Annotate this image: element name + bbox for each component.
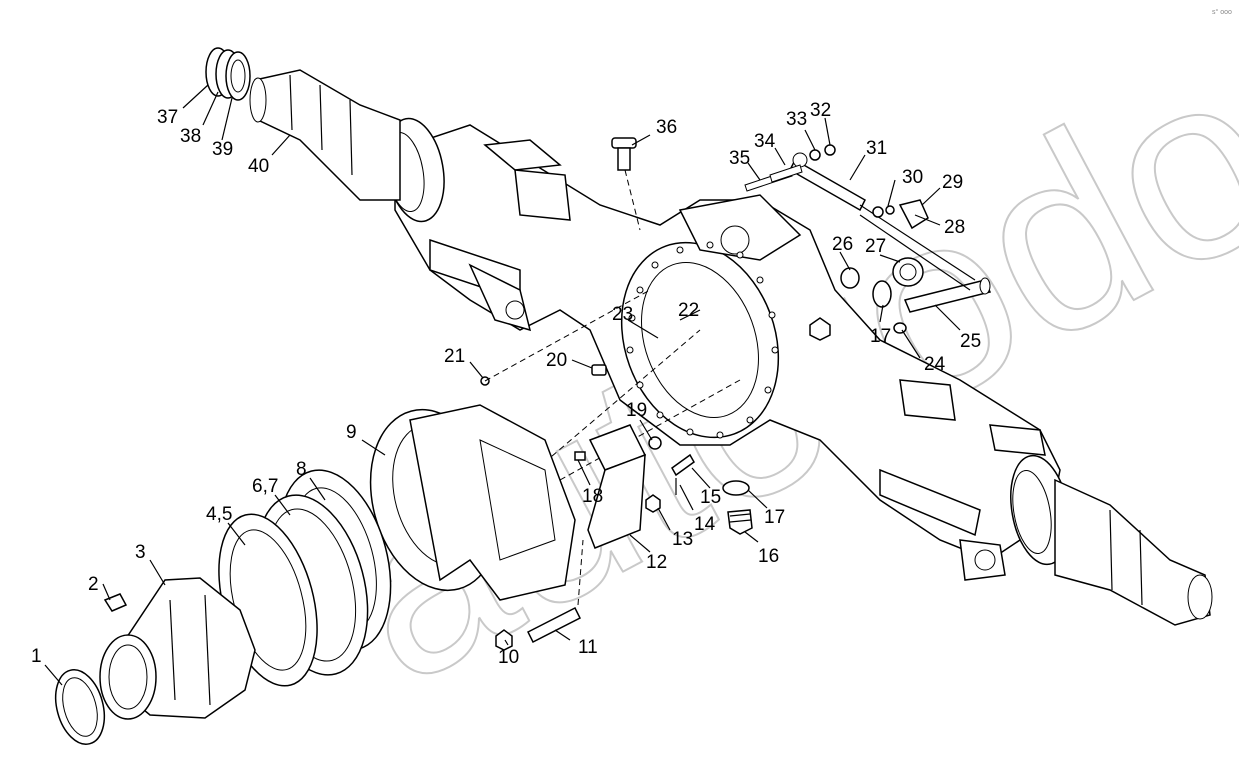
callout-4-5: 4,5 <box>206 504 232 525</box>
differential-housing-3 <box>99 577 256 720</box>
callout-19: 19 <box>626 400 647 421</box>
pin-36 <box>611 137 641 231</box>
callout-34: 34 <box>754 131 776 152</box>
callout-36: 36 <box>656 117 677 138</box>
breather-16 <box>727 509 753 535</box>
callout-2: 2 <box>88 574 99 595</box>
linkage-rods <box>744 144 992 313</box>
callout-39: 39 <box>212 139 233 160</box>
seal-1 <box>54 669 106 745</box>
banjo-bolt-holes <box>626 241 779 439</box>
callout-24: 24 <box>924 354 946 375</box>
callout-20: 20 <box>546 350 567 371</box>
callout-15: 15 <box>700 487 721 508</box>
callout-28: 28 <box>944 217 965 238</box>
callout-labels: 1 2 3 4,5 6,7 8 9 10 11 12 13 14 15 16 1… <box>31 100 981 668</box>
clip-28-30 <box>872 199 929 230</box>
callout-26: 26 <box>832 234 853 255</box>
callout-22: 22 <box>678 300 699 321</box>
callout-37: 37 <box>157 107 178 128</box>
axle-housing <box>385 117 1070 581</box>
callout-12: 12 <box>646 552 667 573</box>
right-spindle <box>1054 478 1213 626</box>
callout-38: 38 <box>180 126 201 147</box>
plugs-26-27 <box>809 257 924 341</box>
callout-13: 13 <box>672 529 693 550</box>
callout-27: 27 <box>865 236 886 257</box>
callout-29: 29 <box>942 172 963 193</box>
leader-lines <box>44 84 961 686</box>
callout-10: 10 <box>498 647 519 668</box>
bracket-12-18 <box>574 424 647 549</box>
left-spindle <box>249 69 401 201</box>
callout-3: 3 <box>135 542 146 563</box>
callout-33: 33 <box>786 109 807 130</box>
callout-30: 30 <box>902 167 923 188</box>
bolts-13-15 <box>645 453 750 513</box>
callout-1: 1 <box>31 646 42 667</box>
callout-25: 25 <box>960 331 981 352</box>
callout-23: 23 <box>612 304 633 325</box>
callout-32: 32 <box>810 100 831 121</box>
spindle-rings <box>205 47 251 101</box>
callout-21: 21 <box>444 346 465 367</box>
callout-18: 18 <box>582 486 603 507</box>
bolt-2 <box>103 593 128 612</box>
callout-40: 40 <box>248 156 269 177</box>
callout-17-lower: 17 <box>764 507 785 528</box>
callout-17-upper: 17 <box>870 326 891 347</box>
carrier-cover <box>369 404 576 601</box>
callout-14: 14 <box>694 514 716 535</box>
callout-31: 31 <box>866 138 887 159</box>
callout-6-7: 6,7 <box>252 476 278 497</box>
corner-mark: s° ooo <box>1212 8 1232 16</box>
callout-9: 9 <box>346 422 357 443</box>
callout-16: 16 <box>758 546 779 567</box>
callout-11: 11 <box>578 637 598 658</box>
callout-8: 8 <box>296 459 307 480</box>
callout-35: 35 <box>729 148 750 169</box>
